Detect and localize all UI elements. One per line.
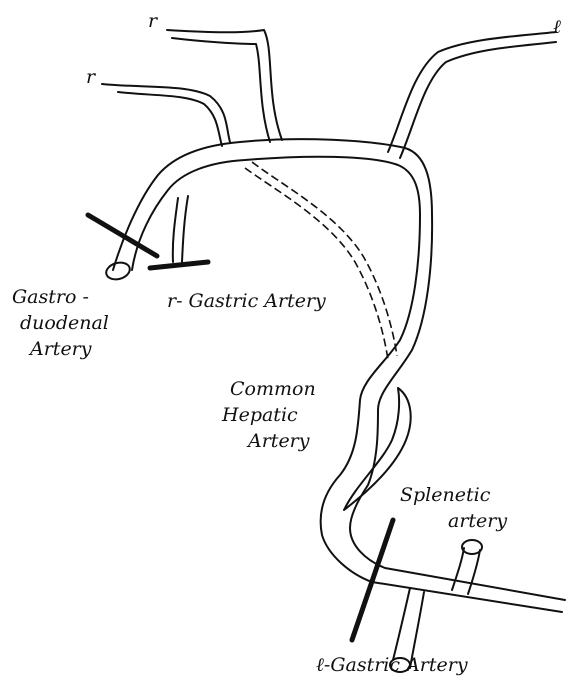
ligature-r-gastric (150, 262, 208, 268)
r-gastric-branch-outer (173, 198, 178, 262)
ligature-main-trunk (352, 520, 393, 640)
left-upper-branch-outer (388, 32, 556, 152)
dashed-vessel (245, 168, 388, 360)
label-gastroduodenal-line3: Artery (30, 338, 92, 360)
dashed-vessel-parallel (252, 162, 397, 356)
label-gastroduodenal-line2: duodenal (20, 312, 109, 334)
r-gastric-branch-inner (182, 196, 188, 262)
label-splenetic-line2: artery (448, 510, 507, 532)
label-splenetic-line1: Splenetic (400, 484, 490, 506)
label-gastroduodenal-line1: Gastro - (12, 286, 89, 308)
branch-letter-r-lower: r (86, 66, 95, 88)
gastroduodenal-stub-end (104, 260, 131, 282)
hepatic-arch-inner (132, 157, 562, 612)
branch-letter-l-top: ℓ (553, 16, 561, 38)
label-l-gastric: ℓ-Gastric Artery (316, 654, 468, 676)
r-lower-branch-inner (118, 92, 222, 146)
splenetic-stub-right (468, 550, 480, 594)
label-r-gastric: r- Gastric Artery (167, 290, 326, 312)
branch-letter-r-upper: r (148, 10, 157, 32)
splenetic-stub-left (452, 548, 464, 590)
ligature-gastroduodenal (88, 215, 157, 256)
l-gastric-stub-left (393, 588, 410, 660)
label-common-hepatic-line1: Common (230, 378, 316, 400)
left-upper-branch-inner (400, 42, 556, 158)
label-common-hepatic-line3: Artery (248, 430, 310, 452)
splenetic-stub-end (462, 540, 482, 554)
label-common-hepatic-line2: Hepatic (222, 404, 298, 426)
